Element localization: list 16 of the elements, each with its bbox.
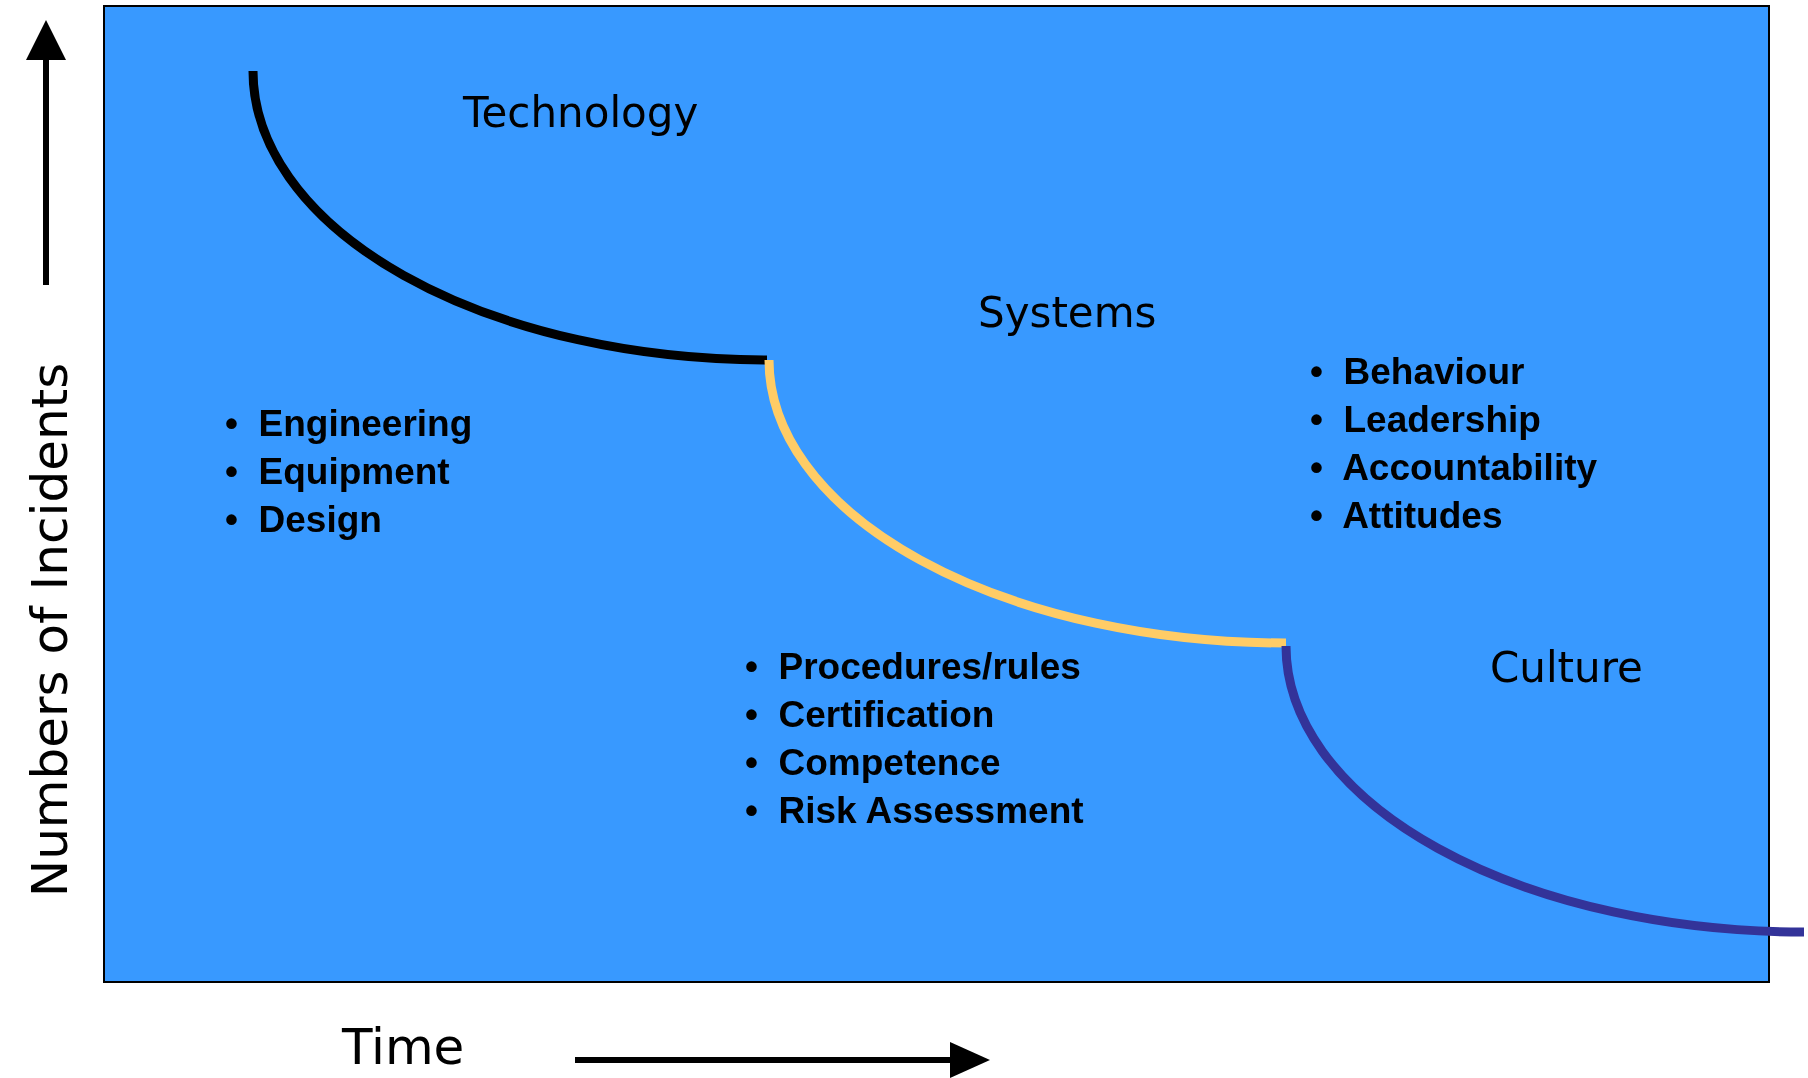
stage-heading: Systems	[978, 288, 1157, 337]
bullet-item: • Behaviour	[1310, 350, 1526, 394]
bullet-item: • Procedures/rules	[745, 645, 1082, 689]
stage-heading: Technology	[463, 88, 699, 137]
axis-title: Numbers of Incidents	[21, 362, 79, 898]
stage-heading: Culture	[1490, 643, 1643, 692]
bullet-item: • Certification	[745, 693, 996, 737]
axis-title: Time	[342, 1018, 465, 1076]
bullet-item: • Accountability	[1310, 446, 1598, 490]
bullet-item: • Equipment	[225, 450, 451, 494]
bullet-item: • Engineering	[225, 402, 473, 446]
bullet-item: • Competence	[745, 741, 1002, 785]
bullet-item: • Risk Assessment	[745, 789, 1084, 833]
bullet-item: • Leadership	[1310, 398, 1542, 442]
bullet-item: • Design	[225, 498, 383, 542]
bullet-item: • Attitudes	[1310, 494, 1504, 538]
